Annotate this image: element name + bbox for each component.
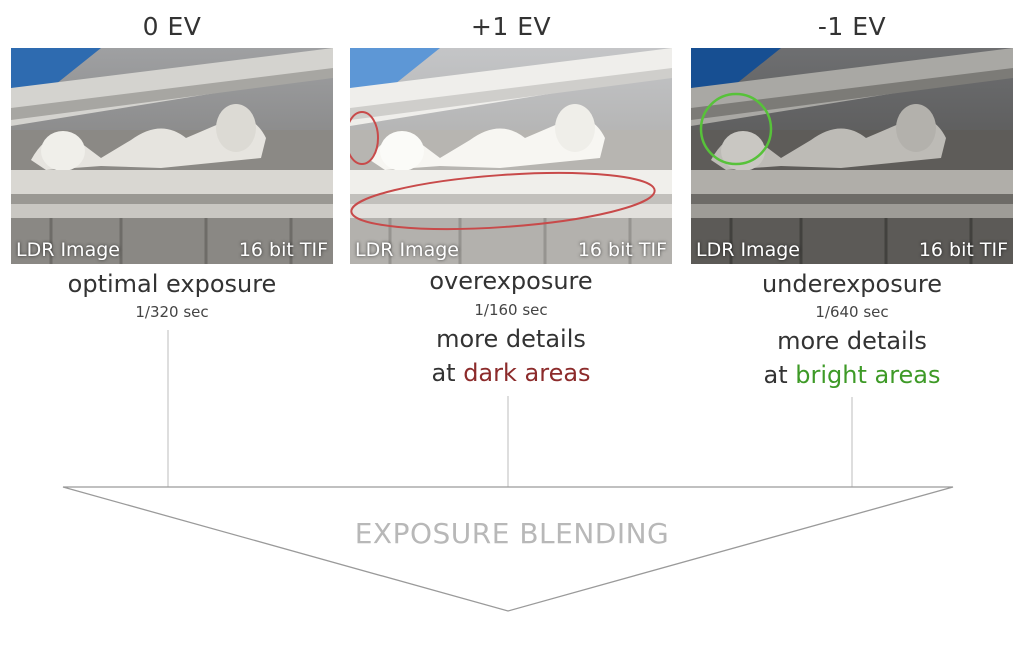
ev-title: -1 EV [817,12,887,41]
tif-caption: 16 bit TIF [238,239,328,261]
ldr-caption: LDR Image [16,239,120,261]
tif-caption: 16 bit TIF [577,239,667,261]
ev-title: +1 EV [470,12,552,41]
frieze-photo-normal: LDR Image 16 bit TIF [11,48,333,264]
bright-areas-highlight-text: bright areas [795,361,941,389]
dark-area-highlight-large [350,171,656,231]
blending-funnel-triangle [62,486,954,612]
frieze-photo-underexposed: LDR Image 16 bit TIF [691,48,1013,264]
shutter-speed: 1/320 sec [135,303,209,321]
exposure-label: optimal exposure [67,270,277,298]
frieze-photo-overexposed: LDR Image 16 bit TIF [350,48,672,264]
tif-caption: 16 bit TIF [918,239,1008,261]
dark-area-highlight-small [350,111,379,165]
details-line: more details [777,327,927,355]
shutter-speed: 1/640 sec [815,303,889,321]
details-area-line: at dark areas [350,359,672,387]
exposure-blending-label: EXPOSURE BLENDING [354,517,670,550]
exposure-label: underexposure [761,270,943,298]
ldr-caption: LDR Image [696,239,800,261]
bright-area-highlight [699,92,773,166]
ldr-caption: LDR Image [355,239,459,261]
details-area-line: at bright areas [691,361,1013,389]
dark-areas-highlight-text: dark areas [463,359,591,387]
ev-title: 0 EV [142,12,202,41]
details-prefix: at [763,361,796,389]
details-line: more details [436,325,586,353]
details-prefix: at [431,359,464,387]
shutter-speed: 1/160 sec [474,301,548,319]
exposure-label: overexposure [429,267,593,295]
